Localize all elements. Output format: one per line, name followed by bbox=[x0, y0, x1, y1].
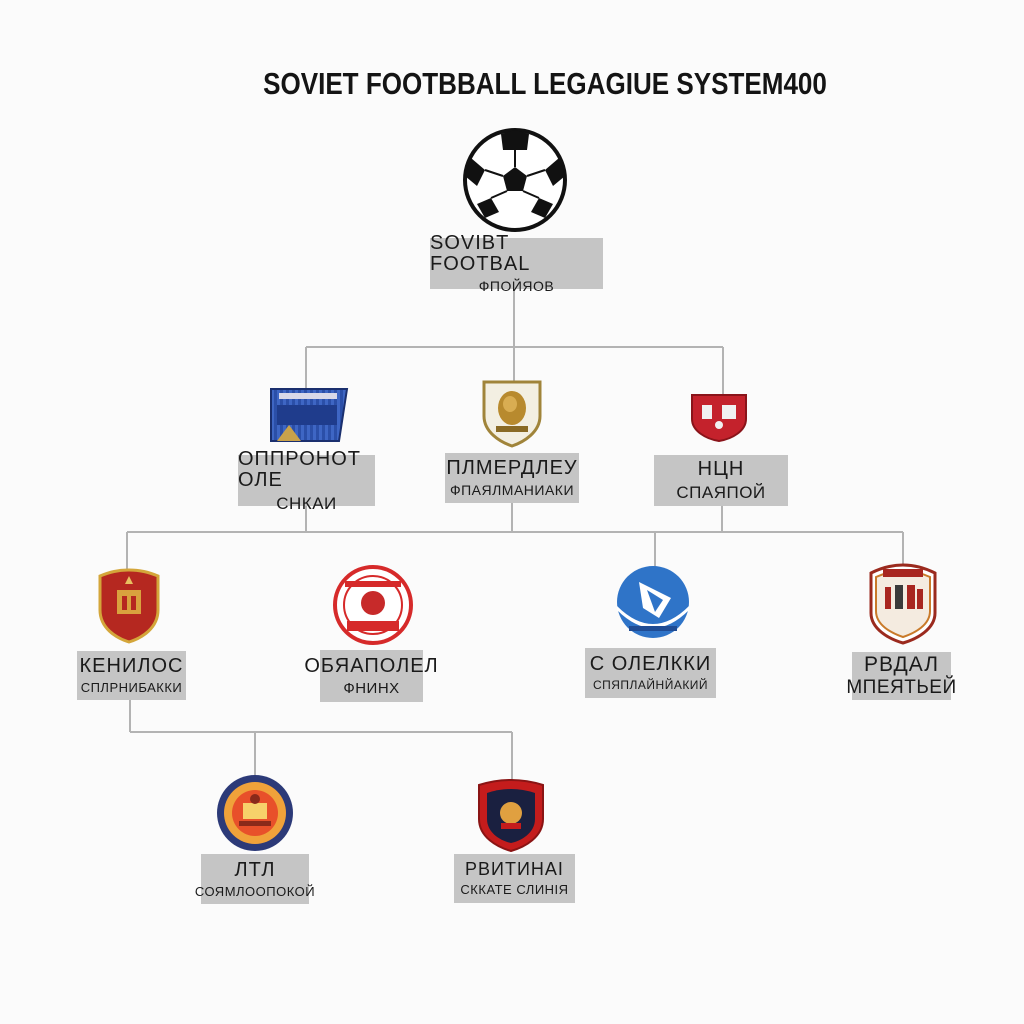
tier2-node-2: ПЛМЕРДЛЕУ ФПАЯЛМАНИАКИ bbox=[445, 453, 579, 503]
root-node: SOVIBT FOOTBAL ФПОЙЯОВ bbox=[430, 233, 603, 293]
root-title: SOVIBT FOOTBAL bbox=[430, 232, 531, 276]
root-subtitle: ФПОЙЯОВ bbox=[478, 278, 555, 295]
tier4-node-2: РВИТИНАІ СККАТЕ СЛИНІЯ bbox=[454, 854, 575, 903]
red-white-badge-crest-icon bbox=[869, 563, 937, 645]
tier4-node-2-title: РВИТИНАІ bbox=[465, 859, 564, 880]
tier3-node-3: С ОЛЕЛККИ СПЯПЛАЙНЙАКИЙ bbox=[585, 648, 716, 698]
tier2-node-2-subtitle: ФПАЯЛМАНИАКИ bbox=[449, 482, 575, 499]
red-gold-shield-crest-icon bbox=[98, 568, 160, 644]
tier4-node-1-title: ЛТЛ bbox=[234, 858, 276, 881]
tier2-node-3-title: НЦН bbox=[697, 458, 745, 481]
tier3-node-3-title: С ОЛЕЛККИ bbox=[589, 653, 712, 676]
gold-shield-crest-icon bbox=[482, 380, 542, 448]
tier3-node-4-title: РВДАЛ bbox=[863, 653, 940, 676]
tier3-node-4-subtitle: МПЕЯТЬЕЙ bbox=[846, 677, 957, 699]
blue-round-crest-icon bbox=[617, 566, 689, 638]
red-dark-shield-crest-icon bbox=[478, 779, 544, 853]
tier2-node-3-subtitle: СПАЯПОЙ bbox=[676, 483, 766, 503]
tier3-node-3-subtitle: СПЯПЛАЙНЙАКИЙ bbox=[592, 678, 709, 693]
tier3-node-2: ОБЯАПОЛЕЛ ФНИНХ bbox=[304, 650, 438, 702]
tier3-node-1: КЕНИЛОС СПЛРНИБАККИ bbox=[77, 651, 186, 700]
tier3-node-4: РВДАЛ МПЕЯТЬЕЙ bbox=[846, 652, 956, 700]
soccer-ball-icon bbox=[463, 128, 567, 232]
tier4-node-1-subtitle: СОЯМЛООПОКОЙ bbox=[194, 883, 316, 899]
connector-lines bbox=[126, 289, 904, 782]
tier2-node-2-title: ПЛМЕРДЛЕУ bbox=[446, 457, 578, 480]
tier2-node-1-subtitle: СНКАИ bbox=[276, 493, 337, 513]
tier4-node-1: ЛТЛ СОЯМЛООПОКОЙ bbox=[195, 854, 315, 904]
red-round-crest-icon bbox=[333, 565, 413, 645]
red-shield-crest-icon bbox=[691, 394, 747, 443]
diagram-title: SOVIET FOOTBBALL LEGAGIUE SYSTEM400 bbox=[263, 66, 827, 101]
tier3-node-2-subtitle: ФНИНХ bbox=[343, 679, 400, 697]
tier2-node-1: ОППРОНОТ ОЛЕ СНКАИ bbox=[238, 448, 375, 512]
tier4-node-2-subtitle: СККАТЕ СЛИНІЯ bbox=[460, 882, 569, 898]
blue-orange-round-crest-icon bbox=[217, 775, 293, 851]
tier2-node-3: НЦН СПАЯПОЙ bbox=[654, 455, 788, 506]
tier2-node-1-title: ОППРОНОТ ОЛЕ bbox=[238, 447, 361, 491]
tier3-node-1-title: КЕНИЛОС bbox=[79, 655, 184, 678]
blue-banner-crest-icon bbox=[270, 388, 349, 442]
tier3-node-2-title: ОБЯАПОЛЕЛ bbox=[304, 654, 439, 677]
tier3-node-1-subtitle: СПЛРНИБАККИ bbox=[80, 680, 183, 696]
